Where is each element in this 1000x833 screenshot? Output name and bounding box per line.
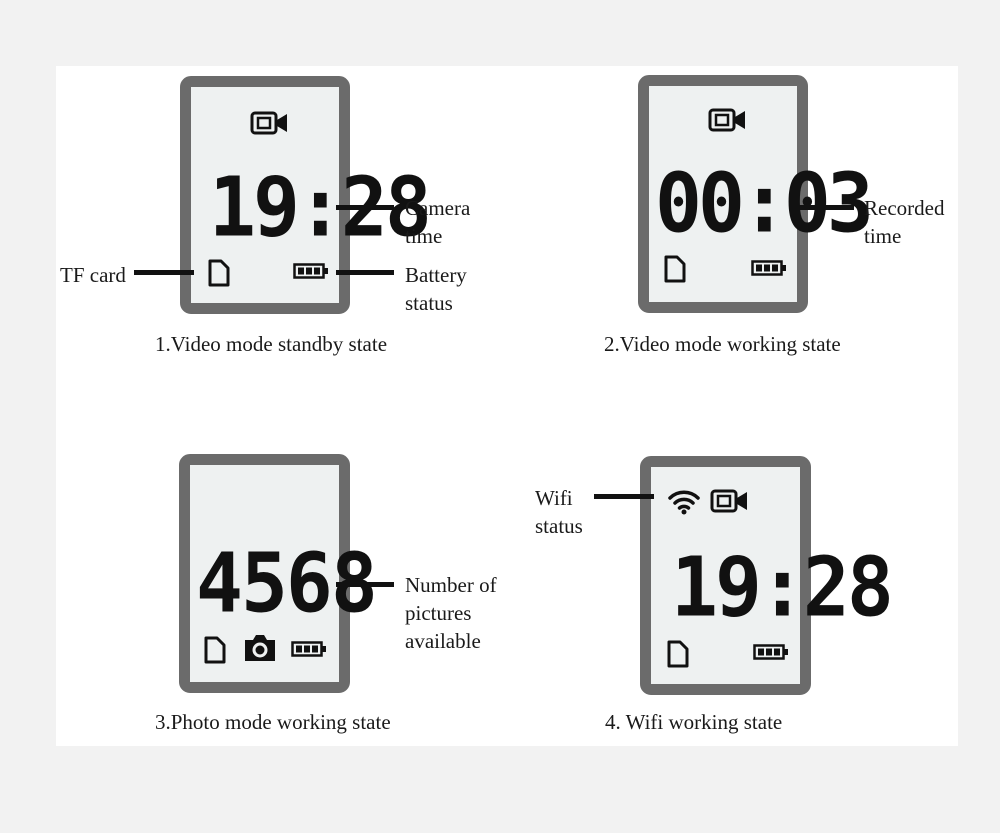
video-camera-icon — [708, 107, 748, 138]
clock-digits: 19:28 — [209, 160, 432, 256]
device-panel-2: 00:03 — [638, 75, 874, 313]
sd-card-icon — [204, 636, 226, 669]
label-tf-card: TF card — [60, 263, 126, 287]
callout-line-pictures — [336, 582, 394, 587]
callout-line-recorded-time — [794, 205, 854, 210]
battery-icon — [293, 263, 329, 284]
battery-icon — [751, 260, 787, 281]
label-recorded-time: Recorded time — [864, 196, 945, 248]
label-wifi-status: Wifi status — [535, 486, 583, 538]
video-camera-icon — [710, 488, 750, 519]
device-panel-1: 19:28 — [180, 76, 432, 314]
caption-panel-1: 1.Video mode standby state — [155, 332, 388, 356]
caption-panel-4: 4. Wifi working state — [605, 710, 783, 734]
video-camera-icon — [250, 110, 290, 141]
callout-line-wifi — [594, 494, 654, 499]
callout-line-tf-card — [134, 270, 194, 275]
caption-panel-2: 2.Video mode working state — [604, 332, 841, 356]
sd-card-icon — [667, 640, 689, 673]
caption-panel-3: 3.Photo mode working state — [155, 710, 391, 734]
sd-card-icon — [664, 255, 686, 288]
label-camera-time: Camera time — [405, 196, 471, 248]
photo-camera-icon — [242, 633, 278, 668]
device-panel-4: 19:28 — [640, 456, 894, 695]
battery-icon — [753, 644, 789, 665]
wifi-icon — [667, 487, 701, 520]
label-pictures-available: Number of pictures available — [405, 573, 497, 653]
callout-line-battery — [336, 270, 394, 275]
clock-digits: 19:28 — [671, 540, 894, 636]
sd-card-icon — [208, 259, 230, 292]
device-panel-3: 4568 — [179, 454, 378, 693]
label-battery-status: Battery status — [405, 263, 467, 315]
battery-icon — [291, 641, 327, 662]
callout-line-camera-time — [336, 205, 394, 210]
recorded-time-digits: 00:03 — [655, 156, 874, 252]
